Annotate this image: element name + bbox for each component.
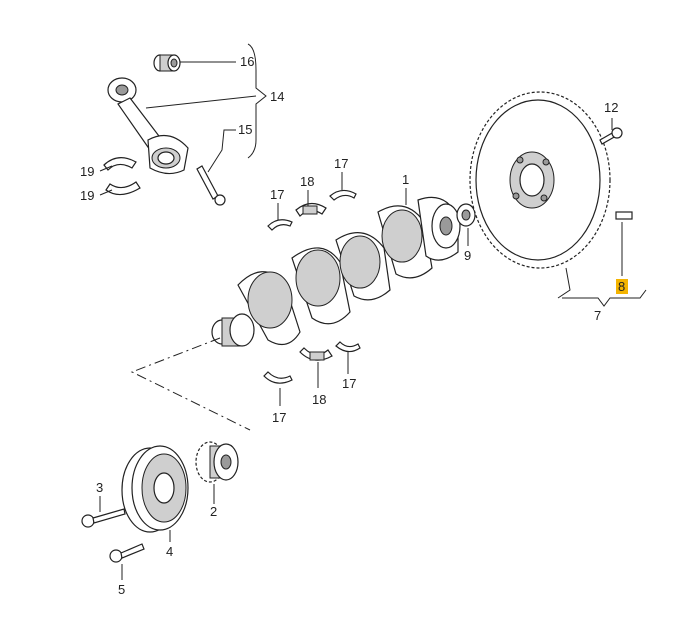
callout-19-upper: 19 xyxy=(80,164,94,179)
callout-18-upper: 18 xyxy=(300,174,314,189)
callout-19-lower: 19 xyxy=(80,188,94,203)
flywheel-7[interactable] xyxy=(469,91,611,269)
leader-lines xyxy=(99,43,647,580)
callout-17-upper-right: 17 xyxy=(334,156,348,171)
callout-8-highlight xyxy=(616,279,628,294)
callout-17-lower-left: 17 xyxy=(272,410,286,425)
crankshaft-sprocket-2[interactable] xyxy=(195,441,239,483)
callout-17-upper-left: 17 xyxy=(270,187,284,202)
callout-5: 5 xyxy=(118,582,125,597)
flywheel-bolt-12[interactable] xyxy=(599,127,623,145)
pulley-bolt-5[interactable] xyxy=(109,543,145,563)
connecting-rod-14[interactable] xyxy=(107,77,189,175)
callout-3: 3 xyxy=(96,480,103,495)
dowel-pin-8[interactable] xyxy=(615,211,633,220)
callout-15: 15 xyxy=(238,122,252,137)
conrod-bolt-15[interactable] xyxy=(196,165,226,206)
small-end-bush-16[interactable] xyxy=(153,54,181,72)
callout-7: 7 xyxy=(594,308,601,323)
pulley-bolt-3[interactable] xyxy=(81,508,126,528)
thrust-washer-17-c[interactable] xyxy=(263,371,293,384)
callout-9: 9 xyxy=(464,248,471,263)
crankshaft-1[interactable] xyxy=(211,196,461,347)
thrust-washer-17-d[interactable] xyxy=(335,341,361,353)
callout-labels: 16 14 15 19 19 1 18 17 17 9 12 8 7 17 18… xyxy=(80,54,628,597)
callout-8: 8 xyxy=(618,279,625,294)
callout-2: 2 xyxy=(210,504,217,519)
bearing-shell-19-lower[interactable] xyxy=(105,181,141,196)
callout-18-lower: 18 xyxy=(312,392,326,407)
main-bearing-shell-18-lower[interactable] xyxy=(299,347,333,361)
vibration-damper-pulley-4[interactable] xyxy=(121,445,189,533)
bearing-shell-19-upper[interactable] xyxy=(103,157,137,171)
thrust-washer-17-a[interactable] xyxy=(267,219,293,231)
callout-16: 16 xyxy=(240,54,254,69)
callout-17-lower-right: 17 xyxy=(342,376,356,391)
callout-14: 14 xyxy=(270,89,284,104)
pilot-bearing-9[interactable] xyxy=(456,203,476,227)
connecting-rod-group xyxy=(103,54,226,206)
thrust-washer-17-b[interactable] xyxy=(329,189,357,201)
callout-12: 12 xyxy=(604,100,618,115)
callout-4: 4 xyxy=(166,544,173,559)
main-bearing-shell-18-upper[interactable] xyxy=(295,202,327,217)
callout-1: 1 xyxy=(402,172,409,187)
